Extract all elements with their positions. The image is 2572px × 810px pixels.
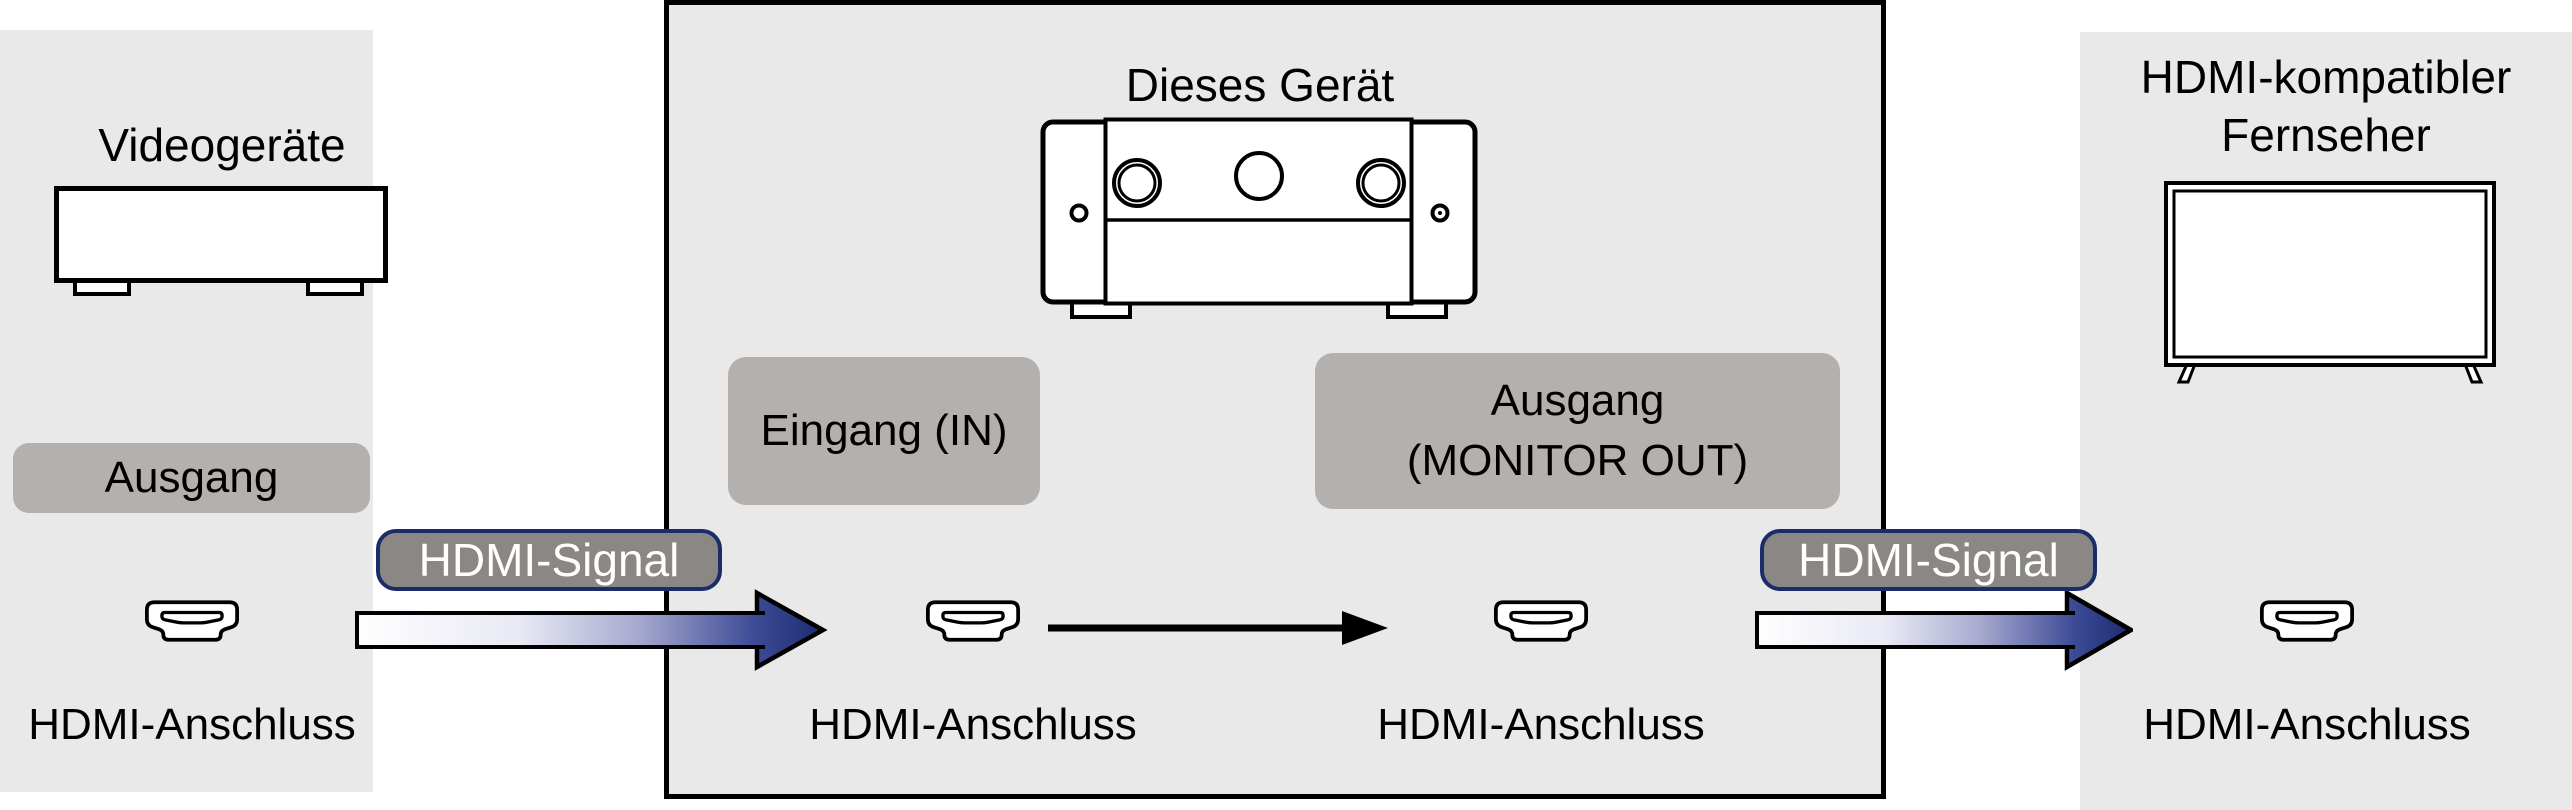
source-device-panel (0, 30, 373, 792)
receiver-output-label-line1: Ausgang (1490, 376, 1665, 425)
hdmi-signal-badge-right-label: HDMI-Signal (1798, 534, 2059, 586)
source-connector-label: HDMI-Anschluss (28, 700, 356, 749)
hdmi-connector-icon (145, 600, 239, 642)
receiver-input-label-box: Eingang (IN) (728, 357, 1040, 505)
internal-signal-arrow-icon (1048, 611, 1388, 645)
hdmi-signal-badge-right: HDMI-Signal (1760, 529, 2097, 591)
tv-panel (2080, 32, 2572, 810)
receiver-output-label-box: Ausgang (MONITOR OUT) (1315, 353, 1840, 509)
source-panel-title: Videogeräte (98, 119, 346, 171)
hdmi-signal-arrow-left-icon (355, 589, 828, 671)
hdmi-signal-arrow-right-icon (1755, 589, 2133, 671)
receiver-input-connector-label: HDMI-Anschluss (809, 700, 1137, 749)
source-output-label: Ausgang (104, 453, 279, 502)
hdmi-signal-badge-left: HDMI-Signal (376, 529, 722, 591)
hdmi-connector-icon (926, 600, 1020, 642)
tv-panel-title-line1: HDMI-kompatibler (2140, 51, 2512, 103)
hdmi-signal-badge-left-label: HDMI-Signal (418, 534, 680, 586)
tv-illustration (2164, 181, 2496, 384)
video-device-illustration (54, 186, 388, 296)
av-receiver-illustration (1040, 117, 1478, 319)
receiver-panel-title: Dieses Gerät (1125, 59, 1395, 111)
receiver-output-connector-label: HDMI-Anschluss (1377, 700, 1705, 749)
source-output-label-box: Ausgang (13, 443, 370, 513)
hdmi-connector-icon (2260, 600, 2354, 642)
tv-panel-title: HDMI-kompatibler Fernseher (2085, 48, 2567, 164)
receiver-input-label: Eingang (IN) (760, 406, 1008, 455)
hdmi-connector-icon (1494, 600, 1588, 642)
tv-connector-label: HDMI-Anschluss (2143, 700, 2471, 749)
receiver-output-label-line2: (MONITOR OUT) (1406, 436, 1749, 485)
tv-panel-title-line2: Fernseher (2221, 109, 2431, 161)
